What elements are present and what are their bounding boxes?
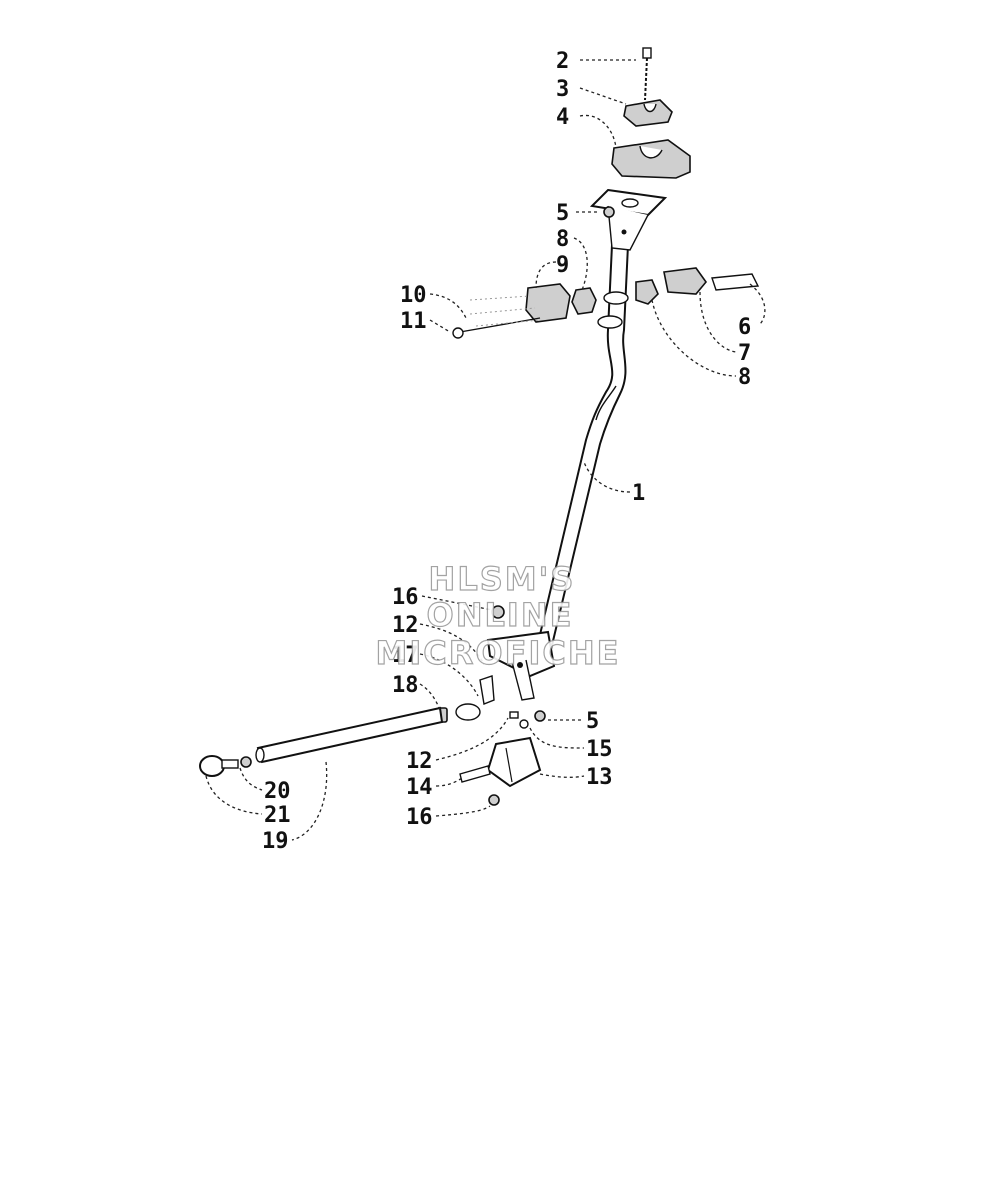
callout-8-left: 8 (556, 227, 569, 252)
part-15-washer (519, 719, 529, 729)
callout-3: 3 (556, 77, 569, 102)
callout-1: 1 (632, 481, 645, 506)
leader-lines (205, 59, 766, 841)
callout-4: 4 (556, 105, 569, 130)
callout-19: 19 (262, 829, 289, 854)
callout-12-upper: 12 (392, 613, 419, 638)
callout-7: 7 (738, 341, 751, 366)
callout-12-lower: 12 (406, 749, 433, 774)
callout-9: 9 (556, 253, 569, 278)
part-3-clamp (623, 99, 673, 127)
callout-20: 20 (264, 779, 291, 804)
callout-14: 14 (406, 775, 433, 800)
callout-5-upper: 5 (556, 201, 569, 226)
callout-16-lower: 16 (406, 805, 433, 830)
callout-21: 21 (264, 803, 291, 828)
part-9-clamp-left (525, 283, 597, 323)
part-5-nut-upper (603, 206, 615, 218)
part-6-clamp-right (635, 267, 760, 305)
callout-8-right: 8 (738, 365, 751, 390)
callout-5-lower: 5 (586, 709, 599, 734)
lower-mount (486, 630, 556, 701)
watermark-line-1: HLSM'S (429, 560, 576, 598)
callout-17: 17 (392, 643, 419, 668)
part-12-washer (509, 711, 519, 719)
callout-labels: 2 3 4 5 8 9 10 11 6 7 8 1 16 12 17 18 5 … (262, 49, 751, 854)
callout-6: 6 (738, 315, 751, 340)
part-14-bolt (459, 765, 491, 783)
part-17-ball-joint (455, 675, 495, 721)
part-16-lower (488, 794, 500, 806)
callout-10: 10 (400, 283, 427, 308)
watermark-line-3: MICROFICHE (376, 634, 621, 672)
watermark: HLSM'S ONLINE MICROFICHE (375, 559, 621, 672)
callout-11: 11 (400, 309, 427, 334)
watermark-line-2: ONLINE (427, 596, 574, 634)
part-19-tie-rod (255, 706, 444, 764)
part-16-upper (491, 605, 505, 619)
upper-plate (589, 188, 668, 251)
callout-18: 18 (392, 673, 419, 698)
part-13-bracket (486, 736, 542, 788)
callout-16-upper: 16 (392, 585, 419, 610)
callout-2: 2 (556, 49, 569, 74)
part-4-block (611, 139, 691, 179)
callout-13: 13 (586, 765, 613, 790)
part-10-11-screws (452, 295, 541, 339)
callout-15: 15 (586, 737, 613, 762)
part-5-nut-lower (534, 710, 546, 722)
part-2-bolt (642, 47, 652, 101)
part-20-21-rod-end (199, 755, 252, 777)
